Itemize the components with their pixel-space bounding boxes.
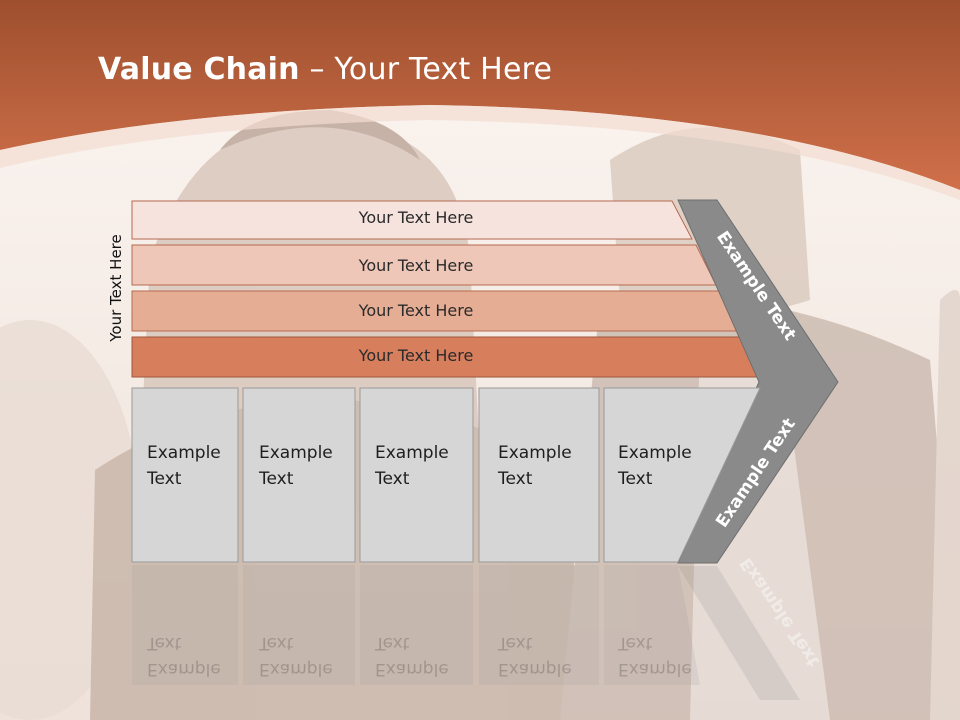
chevron-arrow-reflection [678, 566, 800, 700]
column-3-line1: Example [375, 443, 449, 463]
column-3-text: Example Text [375, 440, 449, 492]
column-3-reflection-line1: Example [375, 659, 449, 679]
column-5-line1: Example [618, 443, 692, 463]
column-4-line1: Example [498, 443, 572, 463]
column-2-reflection: Example Text [259, 630, 333, 682]
column-4-reflection: Example Text [498, 630, 572, 682]
columns-reflection [132, 565, 700, 685]
column-2-shape [242, 387, 356, 563]
column-5-text: Example Text [618, 440, 692, 492]
column-5-shape [603, 387, 761, 563]
column-4-reflection-line2: Text [498, 633, 533, 653]
column-2-line2: Text [259, 469, 294, 489]
column-3-line2: Text [375, 469, 410, 489]
column-5-reflection-line1: Example [618, 659, 692, 679]
bar-1-shape [131, 200, 693, 240]
column-1-line1: Example [147, 443, 221, 463]
columns-group [131, 387, 761, 563]
vertical-label: Your Text Here [107, 234, 125, 342]
column-4-reflection-line1: Example [498, 659, 572, 679]
bar-1-label: Your Text Here [358, 208, 474, 227]
column-2-reflection-line1: Example [259, 659, 333, 679]
column-2-text: Example Text [259, 440, 333, 492]
column-1-reflection-line2: Text [147, 633, 182, 653]
chevron-arrow-shape [677, 199, 839, 564]
column-3-shape [359, 387, 474, 563]
column-5-line2: Text [618, 469, 653, 489]
column-2-line1: Example [259, 443, 333, 463]
column-1-reflection-line1: Example [147, 659, 221, 679]
column-1-shape [131, 387, 239, 563]
column-4-text: Example Text [498, 440, 572, 492]
title-rest: – Your Text Here [299, 52, 553, 87]
column-5-reflection: Example Text [618, 630, 692, 682]
bar-2-label: Your Text Here [358, 256, 474, 275]
column-2-reflection-line2: Text [259, 633, 294, 653]
bar-3-label: Your Text Here [358, 301, 474, 320]
column-4-line2: Text [498, 469, 533, 489]
column-1-line2: Text [147, 469, 182, 489]
column-5-reflection-line2: Text [618, 633, 653, 653]
column-1-reflection: Example Text [147, 630, 221, 682]
title-bold: Value Chain [98, 52, 300, 87]
slide-title: Value Chain – Your Text Here [98, 52, 552, 87]
column-3-reflection-line2: Text [375, 633, 410, 653]
bars-group [131, 200, 765, 378]
bar-4-label: Your Text Here [358, 346, 474, 365]
column-4-shape [478, 387, 600, 563]
column-3-reflection: Example Text [375, 630, 449, 682]
column-1-text: Example Text [147, 440, 221, 492]
